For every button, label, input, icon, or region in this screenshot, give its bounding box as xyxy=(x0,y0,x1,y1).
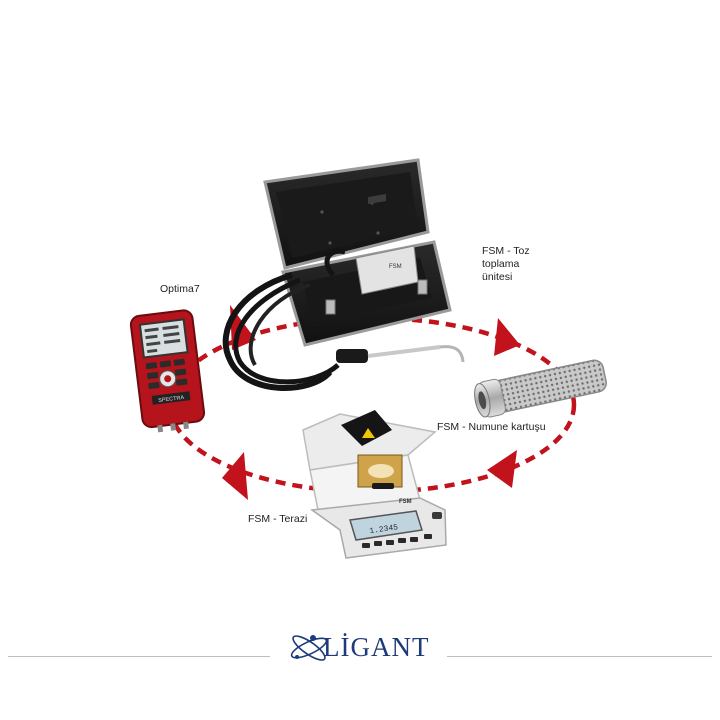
label-scale: FSM - Terazi xyxy=(248,513,308,525)
footer-divider-right xyxy=(447,656,712,657)
ligant-logo-icon xyxy=(290,635,328,661)
analyzer-brand-label: SPECTRA xyxy=(158,395,185,404)
dust-collection-unit: FSM xyxy=(222,158,465,391)
moisture-balance: 1.2345 FSM xyxy=(302,410,447,559)
case-brand-label: FSM xyxy=(389,264,402,270)
label-sample-cartridge: FSM - Numune kartuşu xyxy=(437,421,546,433)
arrow-bottom-left-icon xyxy=(222,452,248,500)
scale-display-readout: 1.2345 xyxy=(369,523,399,536)
arrow-bottom-right-icon xyxy=(487,450,517,488)
ligant-logo-text: LİGANT xyxy=(323,632,430,662)
label-optima7: Optima7 xyxy=(160,283,200,295)
process-cycle-ring xyxy=(167,315,577,495)
sample-cartridge xyxy=(474,359,607,418)
label-dust-collection-unit: FSM - Toz toplama ünitesi xyxy=(482,245,530,283)
arrow-top-right-icon xyxy=(494,318,520,356)
optima7-analyzer: SPECTRA xyxy=(129,309,206,433)
scale-brand-label: FSM xyxy=(399,499,412,505)
footer-divider-left xyxy=(8,656,270,657)
